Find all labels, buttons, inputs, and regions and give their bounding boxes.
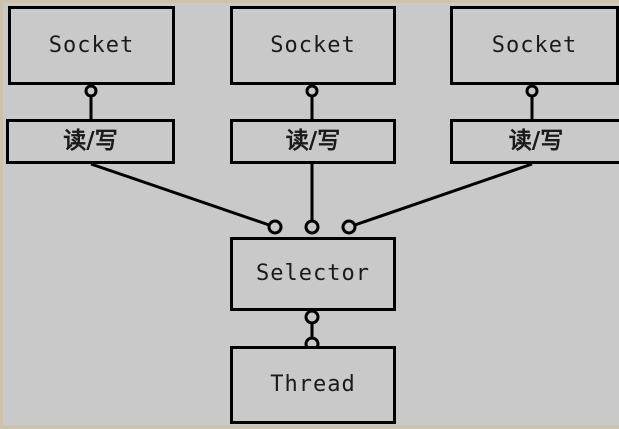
node-label-socket-2: Socket (270, 32, 356, 58)
node-label-rw-1: 读/写 (63, 128, 118, 154)
conn-selector-right-connector-dot (341, 219, 357, 235)
conn-selector-bottom-connector-dot (304, 309, 320, 325)
conn-selector-middle-connector-dot (304, 219, 320, 235)
node-label-socket-1: Socket (48, 32, 135, 58)
edge-rw3-selector (348, 162, 533, 229)
conn-selector-left-connector-dot (267, 219, 283, 235)
node-label-socket-3: Socket (491, 32, 578, 58)
node-socket-3[interactable]: Socket (450, 6, 619, 85)
node-label-selector: Selector (256, 261, 370, 286)
node-thread[interactable]: Thread (230, 346, 396, 424)
node-label-rw-3: 读/写 (508, 128, 564, 154)
node-socket-1[interactable]: Socket (8, 6, 175, 85)
node-label-thread: Thread (270, 372, 356, 397)
node-rw-2[interactable]: 读/写 (230, 119, 396, 164)
node-label-rw-2: 读/写 (285, 128, 341, 154)
node-rw-1[interactable]: 读/写 (6, 119, 175, 164)
node-selector[interactable]: Selector (230, 237, 396, 311)
conn-socket2-bottom-connector-dot (305, 84, 319, 98)
node-rw-3[interactable]: 读/写 (450, 119, 619, 164)
conn-socket3-bottom-connector-dot (525, 84, 539, 98)
node-socket-2[interactable]: Socket (230, 6, 396, 85)
edge-rw1-selector (90, 162, 276, 229)
conn-socket1-bottom-connector-dot (84, 84, 98, 98)
